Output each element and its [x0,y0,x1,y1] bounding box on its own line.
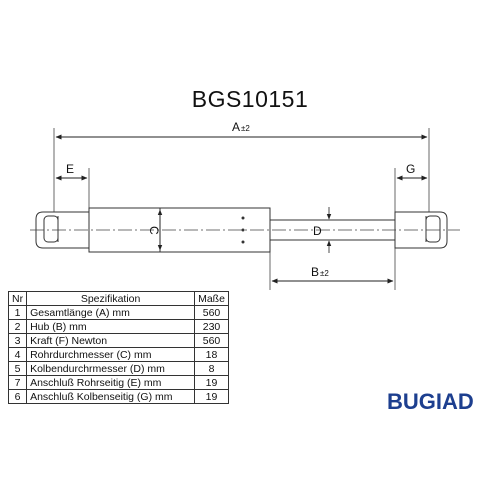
row-value: 230 [194,319,229,334]
table-row: 1 Gesamtlänge (A) mm 560 [7,305,229,320]
table-row: 3 Kraft (F) Newton 560 [7,333,229,348]
row-spec: Kraft (F) Newton [26,333,196,348]
dimension-d: D [313,207,332,253]
row-nr: 4 [7,347,28,362]
dimension-g: G [396,162,428,181]
tube-marks [241,216,245,244]
row-nr: 1 [7,305,28,320]
specification-table: Nr Spezifikation Maße 1 Gesamtlänge (A) … [7,291,229,404]
part-number-title: BGS10151 [191,86,309,112]
table-row: 4 Rohrdurchmesser (C) mm 18 [7,347,229,362]
row-spec: Gesamtlänge (A) mm [26,305,196,320]
row-spec: Hub (B) mm [26,319,196,334]
row-spec: Kolbendurchrmesser (D) mm [26,361,196,376]
table-row: 6 Anschluß Kolbenseitig (G) mm 19 [7,389,229,404]
dimension-b-label: B [311,265,319,279]
row-nr: 2 [7,319,28,334]
dimension-e-label: E [66,162,74,176]
dimension-e: E [55,162,88,181]
row-nr: 5 [7,361,28,376]
header-spec: Spezifikation [26,291,196,306]
table-row: 2 Hub (B) mm 230 [7,319,229,334]
header-value: Maße [194,291,229,306]
extension-lines [53,128,430,290]
dimension-d-label: D [313,224,322,238]
dimension-c: C [147,209,163,251]
row-value: 8 [194,361,229,376]
dimension-b-tolerance: ±2 [320,269,329,278]
dimension-a-tolerance: ±2 [241,124,250,133]
table-row: 7 Anschluß Rohrseitig (E) mm 19 [7,375,229,390]
row-value: 18 [194,347,229,362]
dimension-g-label: G [406,162,415,176]
row-nr: 6 [7,389,28,404]
row-spec: Anschluß Kolbenseitig (G) mm [26,389,196,404]
dimension-a: A ±2 [55,120,428,140]
row-nr: 7 [7,375,28,390]
brand-logo: BUGIAD [387,389,474,414]
table-row: 5 Kolbendurchrmesser (D) mm 8 [7,361,229,376]
dimension-a-label: A [232,120,240,134]
row-value: 560 [194,333,229,348]
table-header-row: Nr Spezifikation Maße [7,291,229,306]
row-nr: 3 [7,333,28,348]
piston-rod [269,219,396,241]
row-spec: Anschluß Rohrseitig (E) mm [26,375,196,390]
row-value: 19 [194,375,229,390]
dimension-b: B ±2 [271,265,394,284]
header-nr: Nr [7,291,28,306]
dimension-c-label: C [147,226,161,235]
row-value: 19 [194,389,229,404]
row-value: 560 [194,305,229,320]
row-spec: Rohrdurchmesser (C) mm [26,347,196,362]
